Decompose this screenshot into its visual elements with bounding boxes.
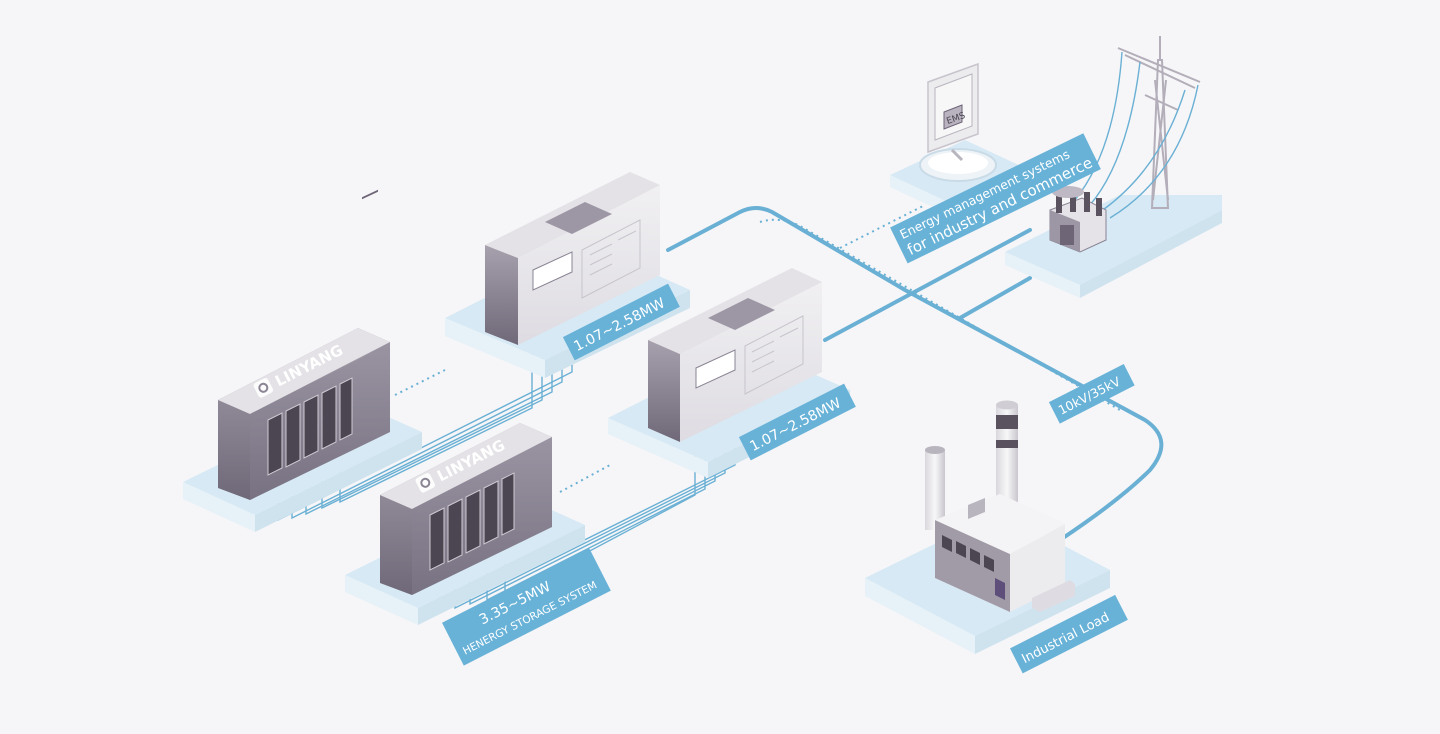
dotted-link-b (559, 464, 611, 493)
pcs2-bus-cable (823, 228, 1032, 342)
factory-icon (865, 400, 1110, 654)
power-lines (1074, 51, 1199, 219)
main-bus-cable (666, 206, 1164, 542)
dotted-ems-link (839, 204, 926, 249)
battery-doors-lower (429, 472, 515, 571)
ems-monitor-icon: EMS (927, 62, 979, 162)
transformer-cable (958, 276, 1032, 320)
battery-doors-left (267, 377, 353, 476)
transformer-icon (1049, 186, 1107, 253)
dotted-connections (394, 204, 1121, 493)
dotted-link-a (394, 369, 446, 396)
battery-cabinet-left: LINYANG (183, 189, 422, 532)
grid-platform-top (1005, 195, 1222, 285)
cable-network (666, 206, 1164, 542)
grid-connection-station (1005, 36, 1222, 298)
vent-grille-left (362, 189, 378, 200)
